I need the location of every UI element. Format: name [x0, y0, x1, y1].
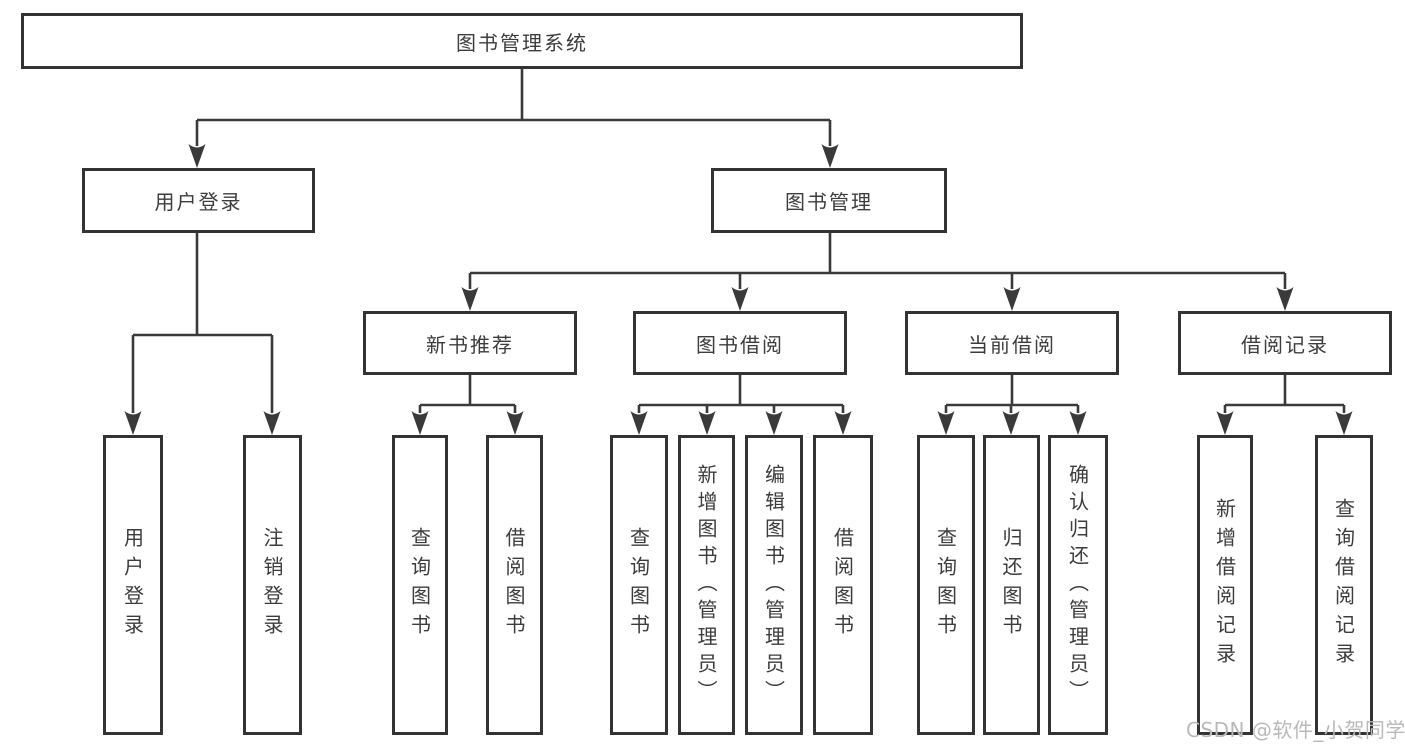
leaf-query-borrow-record: 查询借阅记录 — [1315, 435, 1373, 735]
leaf-query-books-2: 查询图书 — [610, 435, 668, 735]
leaf-user-login: 用户登录 — [103, 435, 163, 735]
leaf-borrow-books-1: 借阅图书 — [486, 435, 543, 735]
leaf-return-book: 归还图书 — [983, 435, 1040, 735]
leaf-add-book-admin: 新增图书（管理员） — [678, 435, 735, 735]
leaf-borrow-books-2: 借阅图书 — [813, 435, 873, 735]
node-book-management: 图书管理 — [711, 168, 947, 233]
node-user-login: 用户登录 — [82, 168, 315, 233]
leaf-confirm-return-admin: 确认归还（管理员） — [1048, 435, 1108, 735]
node-borrow-records: 借阅记录 — [1178, 311, 1392, 375]
csdn-watermark: CSDN @软件_小贺同学 — [1186, 718, 1405, 742]
leaf-edit-book-admin: 编辑图书（管理员） — [745, 435, 803, 735]
leaf-logout: 注销登录 — [243, 435, 302, 735]
node-current-borrow: 当前借阅 — [905, 311, 1119, 375]
node-new-book-recommend: 新书推荐 — [363, 311, 577, 375]
node-root: 图书管理系统 — [21, 13, 1023, 69]
leaf-query-books-3: 查询图书 — [917, 435, 975, 735]
node-book-borrow: 图书借阅 — [633, 311, 847, 375]
leaf-add-borrow-record: 新增借阅记录 — [1197, 435, 1253, 735]
leaf-query-books-1: 查询图书 — [392, 435, 448, 735]
